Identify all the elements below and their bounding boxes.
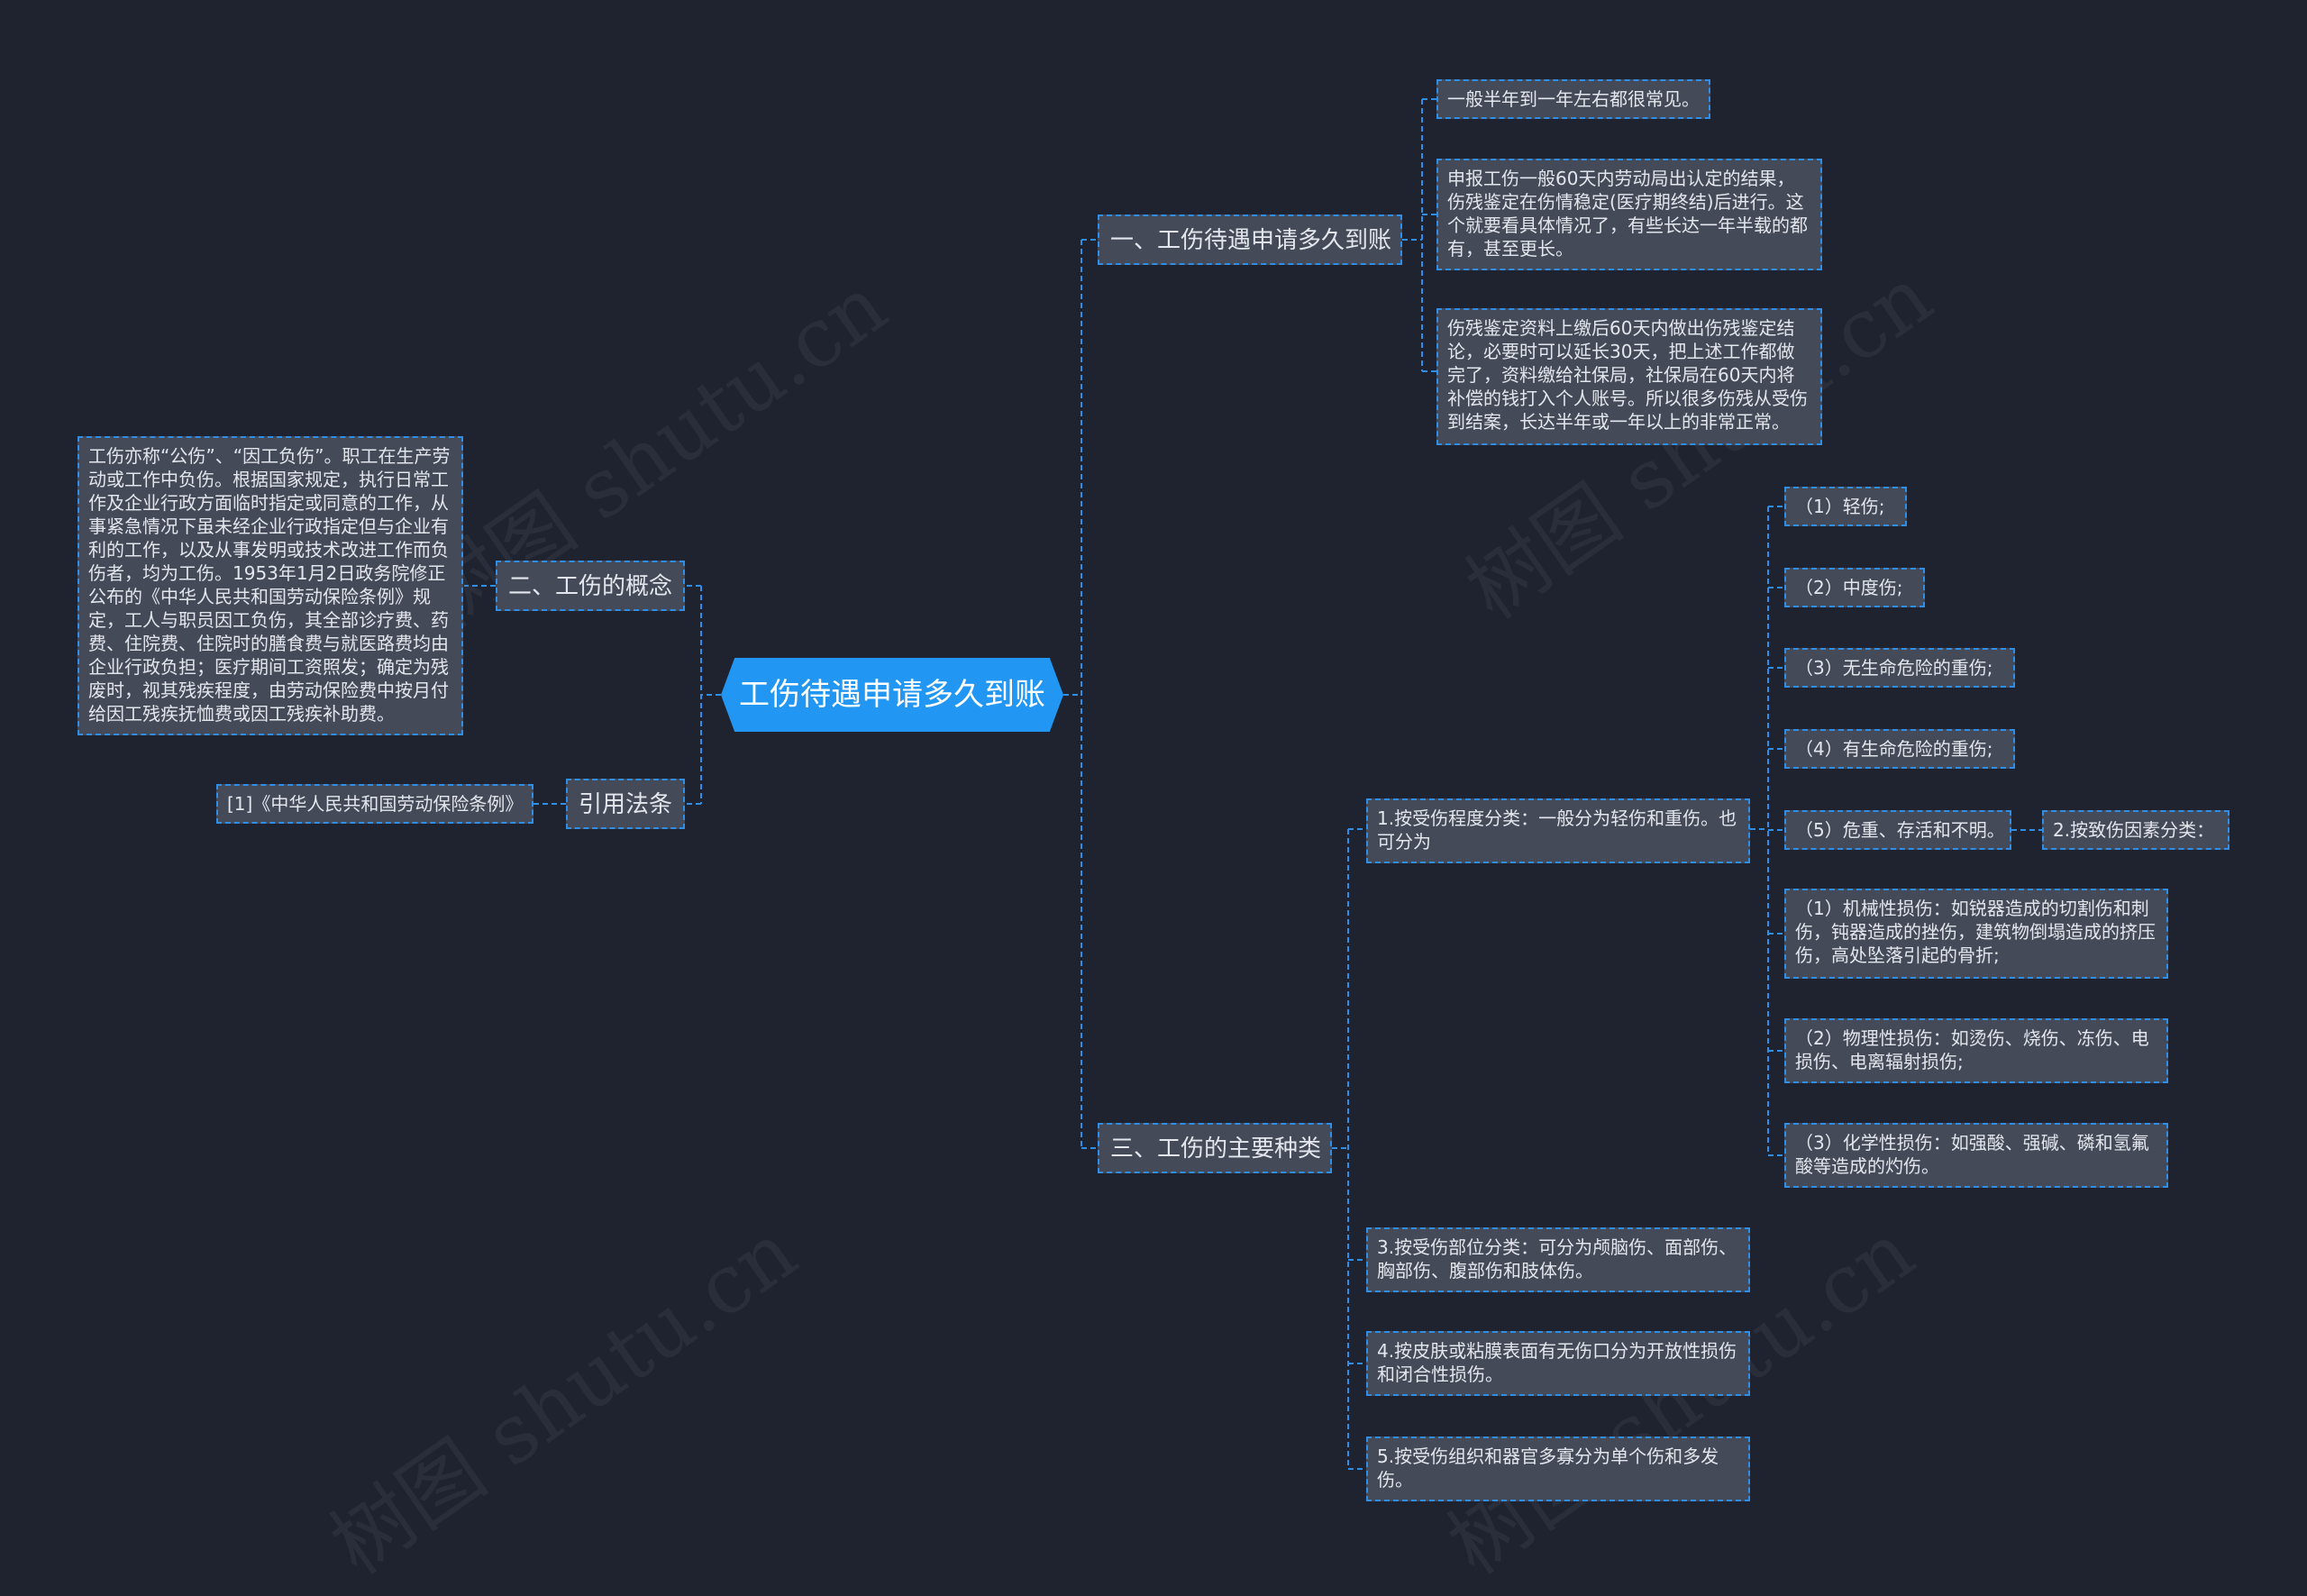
- type-severity[interactable]: 1.按受伤程度分类：一般分为轻伤和重伤。也可分为: [1366, 798, 1750, 863]
- concept-detail[interactable]: 工伤亦称“公伤”、“因工负伤”。职工在生产劳动或工作中负伤。根据国家规定，执行日…: [78, 436, 463, 735]
- cause-item-mechanical[interactable]: （1）机械性损伤：如锐器造成的切割伤和刺伤，钝器造成的挫伤，建筑物倒塌造成的挤压…: [1784, 889, 2168, 979]
- branch-types[interactable]: 三、工伤的主要种类: [1098, 1123, 1332, 1173]
- severity-item[interactable]: （1）轻伤;: [1784, 487, 1907, 526]
- duration-item-3[interactable]: 伤残鉴定资料上缴后60天内做出伤残鉴定结论，必要时可以延长30天，把上述工作都做…: [1436, 308, 1822, 445]
- root-topic[interactable]: 工伤待遇申请多久到账: [721, 658, 1063, 732]
- severity-item[interactable]: （2）中度伤;: [1784, 568, 1925, 607]
- type-multiple-injury[interactable]: 5.按受伤组织和器官多寡分为单个伤和多发伤。: [1366, 1436, 1750, 1501]
- cause-classification[interactable]: 2.按致伤因素分类：: [2042, 810, 2229, 850]
- type-body-part[interactable]: 3.按受伤部位分类：可分为颅脑伤、面部伤、胸部伤、腹部伤和肢体伤。: [1366, 1227, 1750, 1292]
- cause-item-physical[interactable]: （2）物理性损伤：如烫伤、烧伤、冻伤、电损伤、电离辐射损伤;: [1784, 1018, 2168, 1083]
- law-detail[interactable]: [1]《中华人民共和国劳动保险条例》: [216, 784, 533, 824]
- branch-law[interactable]: 引用法条: [566, 779, 685, 829]
- type-wound-surface[interactable]: 4.按皮肤或粘膜表面有无伤口分为开放性损伤和闭合性损伤。: [1366, 1331, 1750, 1396]
- duration-item-2[interactable]: 申报工伤一般60天内劳动局出认定的结果，伤残鉴定在伤情稳定(医疗期终结)后进行。…: [1436, 159, 1822, 270]
- severity-item[interactable]: （3）无生命危险的重伤;: [1784, 648, 2015, 688]
- branch-concept[interactable]: 二、工伤的概念: [496, 561, 685, 611]
- severity-item[interactable]: （4）有生命危险的重伤;: [1784, 729, 2015, 769]
- cause-item-chemical[interactable]: （3）化学性损伤：如强酸、强碱、磷和氢氟酸等造成的灼伤。: [1784, 1123, 2168, 1188]
- severity-item[interactable]: （5）危重、存活和不明。: [1784, 810, 2011, 850]
- branch-duration[interactable]: 一、工伤待遇申请多久到账: [1098, 214, 1402, 265]
- duration-item-1[interactable]: 一般半年到一年左右都很常见。: [1436, 79, 1710, 119]
